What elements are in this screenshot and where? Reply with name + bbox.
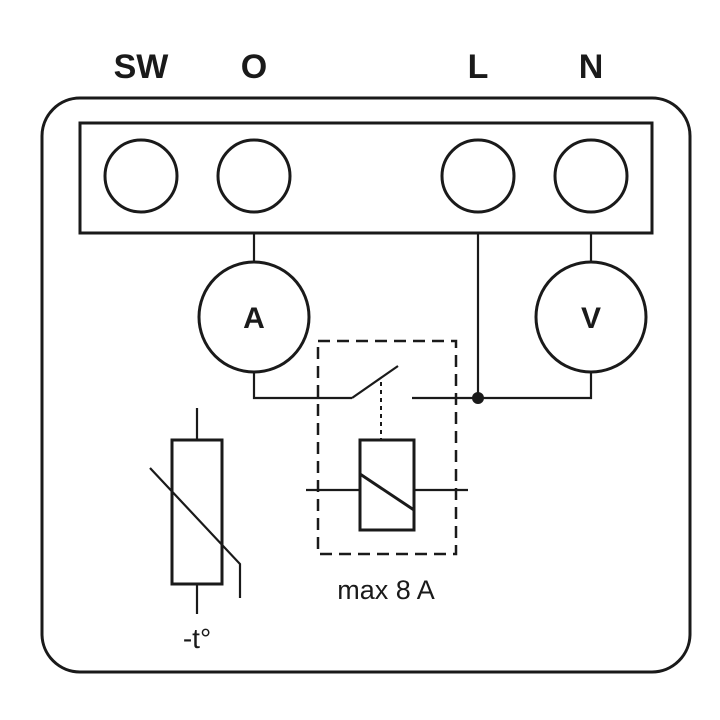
relay-contact-blade <box>351 365 399 399</box>
relay-coil-slash <box>359 472 415 512</box>
relay-coil <box>358 438 416 532</box>
terminal-block <box>78 121 654 235</box>
terminal-label-l: L <box>468 48 489 86</box>
terminal-screw-sw <box>103 138 179 214</box>
terminal-label-o: O <box>241 48 267 86</box>
thermistor-body <box>170 438 224 586</box>
terminal-screw-l <box>440 138 516 214</box>
junction-dot <box>472 392 484 404</box>
terminal-label-sw: SW <box>114 48 170 86</box>
ammeter-symbol: A <box>243 302 265 335</box>
terminal-screw-n <box>553 138 629 214</box>
thermistor-label: -t° <box>183 623 211 654</box>
terminal-label-n: N <box>579 48 604 86</box>
wire-ammeter-to-contact <box>252 372 352 400</box>
relay-enclosure <box>316 339 458 556</box>
wire-junction-to-voltmeter <box>478 372 593 400</box>
thermistor-slash <box>149 467 242 598</box>
voltmeter-symbol: V <box>581 302 601 335</box>
device-housing <box>40 96 692 674</box>
relay-rating: max 8 A <box>337 575 435 605</box>
terminal-screw-o <box>216 138 292 214</box>
